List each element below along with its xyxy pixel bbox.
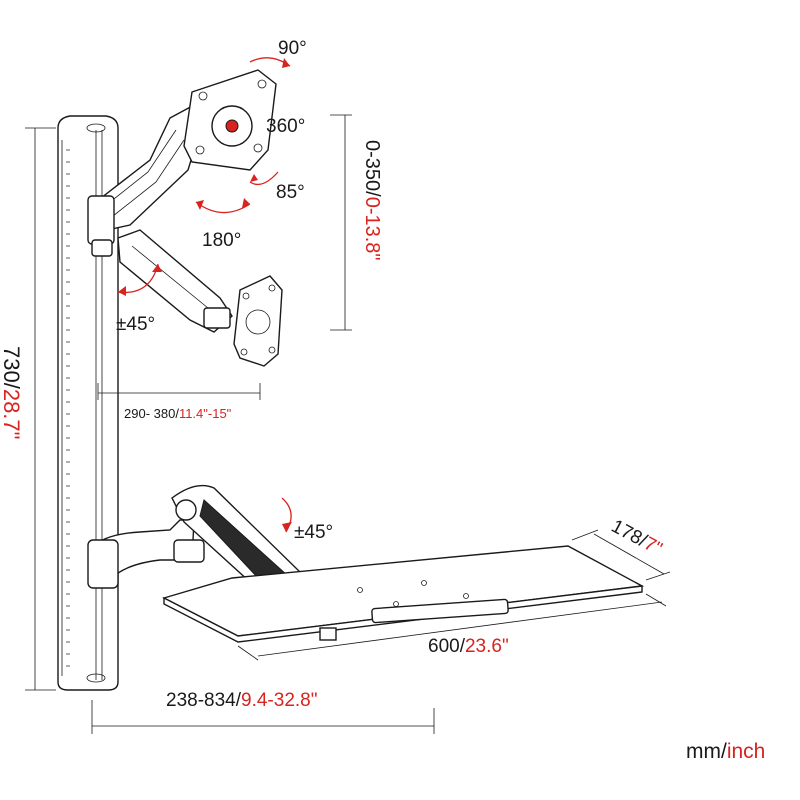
arrow-180 [195,201,251,214]
vesa-plate-upper [183,69,277,171]
rotation-arrows [117,57,292,533]
keyboard-tray [162,545,645,643]
monitor-arm-upper [87,103,205,257]
pole-slot-marks [66,149,70,667]
label-rotation-360: 360° [266,116,305,137]
label-tray-reach: 238-834/9.4-32.8" [166,690,317,711]
label-pole-height: 730/28.7" [0,346,24,439]
label-swivel-180: 180° [202,230,241,251]
label-tilt-85: 85° [276,182,305,203]
label-tray-width: 600/23.6" [428,636,509,657]
label-arm-tilt: ±45° [116,314,155,335]
dimension-lines [25,114,671,734]
monitor-arm-lower [117,229,233,333]
keyboard-arm [87,484,301,589]
label-rotation-90: 90° [278,38,307,59]
arrow-85 [249,171,279,186]
label-tray-depth: 178/7" [608,516,666,560]
label-keyboard-tilt: ±45° [294,522,333,543]
label-arm-extension: 290- 380/11.4"-15" [124,406,232,421]
units-legend: mm/inch [686,740,765,763]
label-monitor-vertical: 0-350/0-13.8" [361,140,383,261]
vesa-plate-lower [233,275,283,367]
